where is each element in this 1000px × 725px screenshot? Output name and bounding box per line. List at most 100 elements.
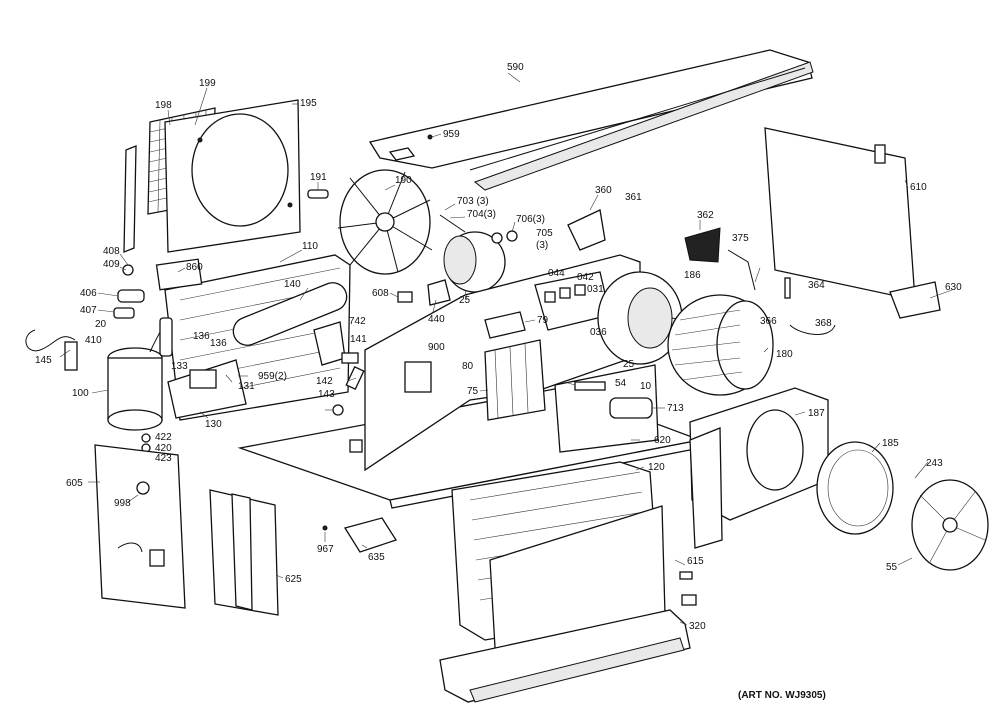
- callout-25-top: 25: [459, 295, 471, 306]
- callout-361: 361: [625, 192, 642, 203]
- callout-360: 360: [595, 185, 612, 196]
- callout-136-b: 136: [210, 338, 227, 349]
- callout-199: 199: [199, 78, 216, 89]
- heater-75: [484, 311, 546, 421]
- leader-lines: [59, 72, 953, 626]
- callout-25-mid: 25: [623, 359, 635, 370]
- callout-243: 243: [926, 458, 943, 469]
- callout-440: 440: [428, 314, 445, 325]
- callout-143: 143: [318, 389, 335, 400]
- callout-375: 375: [732, 233, 749, 244]
- callout-120: 120: [648, 462, 665, 473]
- callout-608: 608: [372, 288, 389, 299]
- callout-100: 100: [72, 388, 89, 399]
- callout-110: 110: [302, 241, 318, 252]
- callout-590: 590: [507, 62, 524, 73]
- blower-scroll-187: [689, 387, 829, 549]
- callout-320: 320: [689, 621, 706, 632]
- callout-620: 620: [654, 435, 671, 446]
- callout-706: 706(3): [516, 214, 545, 225]
- callout-635: 635: [368, 552, 385, 563]
- callout-420: 420: [155, 443, 172, 454]
- callout-406: 406: [80, 288, 97, 299]
- callout-141: 141: [350, 334, 367, 345]
- callout-130: 130: [205, 419, 222, 430]
- control-block-044: [534, 271, 611, 331]
- compressor-100: [25, 264, 169, 453]
- callout-630: 630: [945, 282, 962, 293]
- callout-713: 713: [667, 403, 684, 414]
- fan-motor-25: [439, 214, 518, 293]
- callout-625: 625: [285, 574, 302, 585]
- callout-180: 180: [776, 349, 793, 360]
- callout-860: 860: [186, 262, 203, 273]
- callout-704: 704(3): [467, 209, 496, 220]
- callout-142: 142: [316, 376, 333, 387]
- callout-140: 140: [284, 279, 301, 290]
- bracket-635: [343, 517, 397, 553]
- callout-362: 362: [697, 210, 714, 221]
- callout-80: 80: [462, 361, 474, 372]
- art-number: (ART NO. WJ9305): [738, 690, 826, 701]
- fan-shroud-195: [164, 99, 301, 253]
- callout-967: 967: [317, 544, 334, 555]
- callout-368: 368: [815, 318, 832, 329]
- callout-615: 615: [687, 556, 704, 567]
- callout-044: 044: [548, 268, 565, 279]
- side-panel-610: [764, 127, 941, 319]
- callout-705: 705: [536, 228, 553, 239]
- callout-408: 408: [103, 246, 120, 257]
- callout-422: 422: [155, 432, 172, 443]
- callout-labels: 590 959 199 198 195 191 190 703 (3) 704(…: [35, 62, 962, 632]
- callout-036: 036: [590, 327, 607, 338]
- callout-959: 959: [443, 129, 460, 140]
- callout-10: 10: [640, 381, 652, 392]
- callout-407: 407: [80, 305, 97, 316]
- callout-703: 703 (3): [457, 196, 489, 207]
- callout-959-2: 959(2): [258, 371, 287, 382]
- callout-145: 145: [35, 355, 52, 366]
- panel-625: [209, 489, 279, 616]
- callout-133: 133: [171, 361, 188, 372]
- callout-409: 409: [103, 259, 120, 270]
- blower-motor-186: [597, 271, 701, 365]
- callout-75: 75: [467, 386, 479, 397]
- callout-364: 364: [808, 280, 825, 291]
- top-cover-590: [368, 49, 814, 191]
- callout-366: 366: [760, 316, 777, 327]
- callout-742: 742: [349, 316, 366, 327]
- callout-187: 187: [808, 408, 825, 419]
- callout-195: 195: [300, 98, 317, 109]
- callout-610: 610: [910, 182, 927, 193]
- accumulator-140: [232, 282, 348, 346]
- callout-410: 410: [85, 335, 102, 346]
- callout-190: 190: [395, 175, 412, 186]
- control-box-620: [554, 364, 659, 453]
- small-parts: [313, 134, 697, 606]
- callout-136-a: 136: [193, 331, 210, 342]
- callout-705-qty: (3): [536, 240, 548, 251]
- callout-605: 605: [66, 478, 83, 489]
- callout-55: 55: [886, 562, 898, 573]
- callout-042: 042: [577, 272, 594, 283]
- callout-79: 79: [537, 315, 549, 326]
- blower-wheel-180: [667, 294, 774, 396]
- fan-blade-190: [307, 169, 433, 275]
- callout-191: 191: [310, 172, 327, 183]
- callout-54: 54: [615, 378, 627, 389]
- callout-198: 198: [155, 100, 172, 111]
- drain-pan-320: [439, 609, 691, 703]
- orifice-185: [816, 441, 894, 535]
- bulkhead-605: [94, 444, 186, 609]
- callout-998: 998: [114, 498, 131, 509]
- callout-20: 20: [95, 319, 107, 330]
- callout-423: 423: [155, 453, 172, 464]
- callout-185: 185: [882, 438, 899, 449]
- evaporator-fan-55: [911, 479, 989, 571]
- controls-130: [159, 317, 247, 419]
- callout-131: 131: [238, 381, 255, 392]
- callout-031: 031: [587, 284, 604, 295]
- callout-900: 900: [428, 342, 445, 353]
- bracket-360: [567, 209, 836, 335]
